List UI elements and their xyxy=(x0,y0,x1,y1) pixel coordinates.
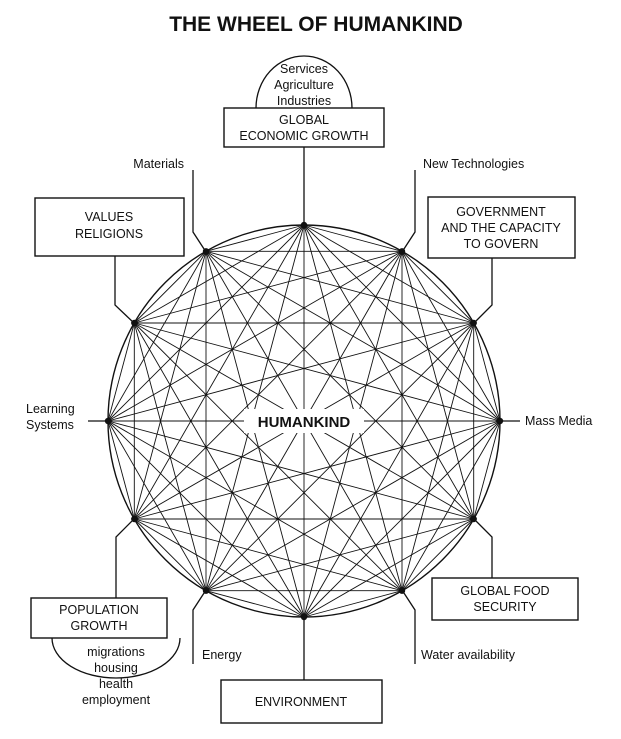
chord-0-5 xyxy=(303,224,403,591)
chord-0-11 xyxy=(205,224,305,252)
chord-7-9 xyxy=(107,420,207,591)
values-line-2: RELIGIONS xyxy=(75,227,143,241)
wheel-node-9 xyxy=(104,417,112,425)
economic-growth-line-1: GLOBAL xyxy=(279,113,329,127)
wheel-node-2 xyxy=(470,319,477,327)
connector-population xyxy=(115,518,135,598)
chord-9-10 xyxy=(107,322,135,422)
population-growth-box xyxy=(30,597,168,639)
chord-0-7 xyxy=(205,224,305,591)
economic-growth-box xyxy=(223,107,385,148)
diagram-title: THE WHEEL OF HUMANKIND xyxy=(169,13,463,36)
population-factor-housing: housing xyxy=(94,661,138,675)
government-line-1: GOVERNMENT xyxy=(456,205,546,219)
chord-7-8 xyxy=(133,518,207,592)
wheel-node-0 xyxy=(300,221,308,229)
materials-label: Materials xyxy=(133,157,184,171)
chord-4-5 xyxy=(401,518,475,592)
chord-1-8 xyxy=(133,250,403,520)
connector-food xyxy=(473,518,493,578)
wheel-node-11 xyxy=(202,248,210,255)
chord-7-10 xyxy=(133,322,207,591)
connector-materials xyxy=(192,170,207,253)
population-growth-line-2: GROWTH xyxy=(71,619,128,633)
wheel-node-1 xyxy=(398,248,406,255)
chord-5-9 xyxy=(107,420,403,592)
chord-4-11 xyxy=(205,250,475,520)
chord-5-10 xyxy=(133,322,403,592)
new-technologies-label: New Technologies xyxy=(423,157,524,171)
wheel-node-5 xyxy=(398,587,406,594)
economic-growth-line-2: ECONOMIC GROWTH xyxy=(239,129,368,143)
chord-6-11 xyxy=(205,251,305,618)
wheel-node-10 xyxy=(131,319,138,327)
chord-5-6 xyxy=(303,590,403,618)
connector-values xyxy=(114,256,135,324)
population-growth-line-1: POPULATION xyxy=(59,603,139,617)
population-factor-migrations: migrations xyxy=(87,645,145,659)
values-religions-box xyxy=(34,197,185,257)
connector-water xyxy=(401,589,416,664)
chord-2-9 xyxy=(107,322,474,422)
wheel-node-3 xyxy=(496,417,504,425)
chord-3-8 xyxy=(134,420,501,520)
economy-sector-agriculture: Agriculture xyxy=(274,78,334,92)
food-security-box xyxy=(431,577,579,621)
values-line-1: VALUES xyxy=(85,210,133,224)
wheel-node-8 xyxy=(131,515,138,523)
environment-label: ENVIRONMENT xyxy=(255,695,348,709)
chord-1-2 xyxy=(401,250,475,324)
learning-systems-line-2: Systems xyxy=(26,418,74,432)
chord-4-9 xyxy=(107,420,474,520)
chord-2-11 xyxy=(205,250,474,324)
chord-8-11 xyxy=(133,251,207,520)
chord-2-7 xyxy=(205,322,475,592)
chord-8-9 xyxy=(107,420,135,520)
connector-government xyxy=(473,258,493,324)
water-availability-label: Water availability xyxy=(421,648,516,662)
wheel-nodes xyxy=(104,221,504,621)
chord-3-10 xyxy=(134,322,501,422)
wheel-node-7 xyxy=(202,587,210,594)
connector-new-technologies xyxy=(401,170,416,253)
mass-media-label: Mass Media xyxy=(525,414,592,428)
chord-0-1 xyxy=(303,224,403,252)
chord-9-11 xyxy=(107,251,207,422)
economy-sector-services: Services xyxy=(280,62,328,76)
economy-sector-industries: Industries xyxy=(277,94,331,108)
government-line-2: AND THE CAPACITY xyxy=(441,221,561,235)
environment-box xyxy=(220,679,383,724)
energy-label: Energy xyxy=(202,648,242,662)
food-security-line-2: SECURITY xyxy=(473,600,537,614)
spoke-connectors xyxy=(88,147,520,680)
population-factors-bubble xyxy=(51,637,181,679)
population-factor-health: health xyxy=(99,677,133,691)
chord-3-4 xyxy=(473,420,501,520)
government-line-3: TO GOVERN xyxy=(464,237,539,251)
chord-6-7 xyxy=(205,590,305,618)
food-security-line-1: GLOBAL FOOD xyxy=(460,584,549,598)
center-label: HUMANKIND xyxy=(258,414,351,431)
chord-3-11 xyxy=(205,250,501,422)
government-box xyxy=(427,196,576,259)
economy-sectors-bubble xyxy=(255,55,353,109)
wheel-node-6 xyxy=(300,613,308,621)
chord-6-10 xyxy=(133,322,305,618)
chord-6-8 xyxy=(134,518,305,618)
chord-2-3 xyxy=(473,322,501,422)
chord-1-6 xyxy=(303,251,403,618)
chord-10-11 xyxy=(133,250,207,324)
learning-systems-line-1: Learning xyxy=(26,402,75,416)
center-label-backdrop xyxy=(244,409,364,433)
connector-energy xyxy=(192,589,207,664)
population-factor-employment: employment xyxy=(82,693,151,707)
wheel-node-4 xyxy=(470,515,477,523)
